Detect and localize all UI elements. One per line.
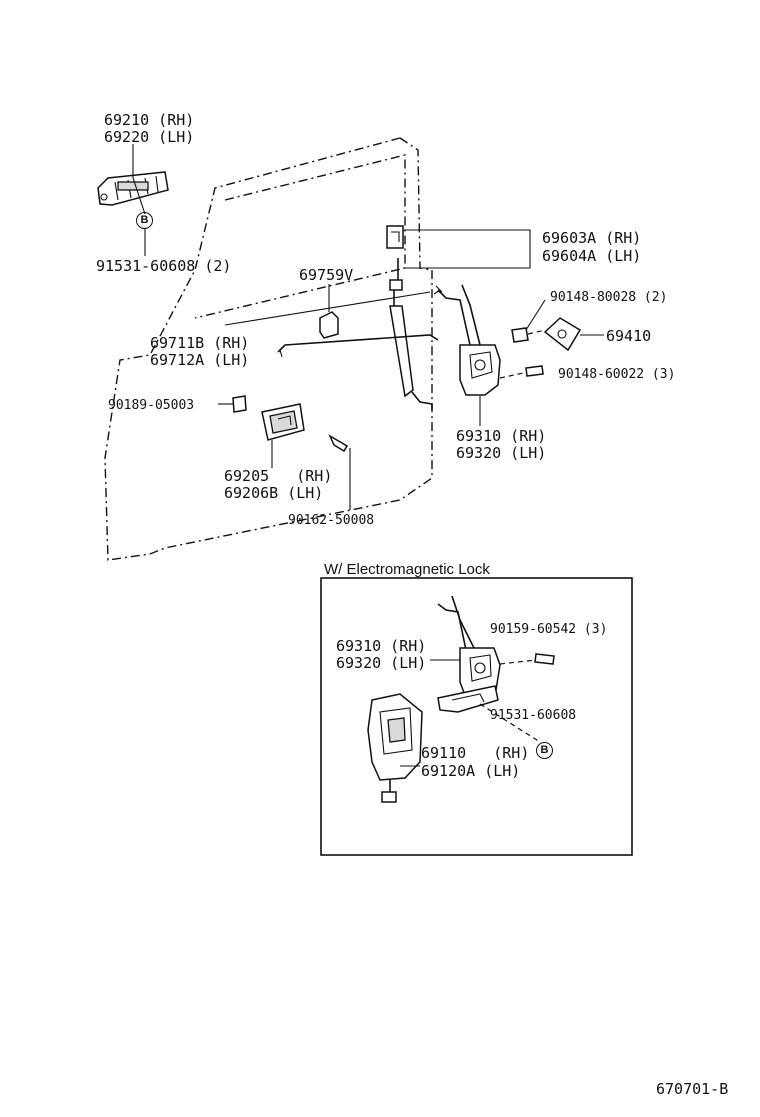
label-69320-inset: 69320 (LH) <box>336 654 427 672</box>
outside-handle-part <box>97 171 169 206</box>
screw-90148-80028 <box>511 327 529 343</box>
screw-90162 <box>328 434 349 453</box>
lock-cylinder-part <box>386 225 404 249</box>
inset-screw-90159 <box>534 653 555 665</box>
label-69711: 69711B (RH) <box>150 334 250 352</box>
label-69604: 69604A (LH) <box>542 247 642 265</box>
label-69310-inset: 69310 (RH) <box>336 637 427 655</box>
label-90159: 90159-60542 (3) <box>490 622 608 637</box>
label-69205: 69205 (RH) <box>224 467 333 485</box>
inset-door-lock-assembly <box>437 595 501 699</box>
label-91531-inset: 91531-60608 <box>490 708 577 723</box>
label-69220: 69220 (LH) <box>104 128 195 146</box>
rod-clip-part <box>319 311 339 339</box>
label-69410: 69410 <box>606 327 652 345</box>
label-69320-top: 69320 (LH) <box>456 444 547 462</box>
label-90148-80028: 90148-80028 (2) <box>550 290 668 305</box>
label-90189: 90189-05003 <box>108 398 195 413</box>
door-lock-actuator-part <box>367 693 423 803</box>
label-69120: 69120A (LH) <box>421 762 521 780</box>
bolt-marker-b: B <box>136 212 153 229</box>
striker-part <box>543 317 582 352</box>
inset-box <box>320 577 633 856</box>
label-69210: 69210 (RH) <box>104 111 195 129</box>
label-69310-top: 69310 (RH) <box>456 427 547 445</box>
inset-bracket <box>437 685 499 713</box>
clip-90189 <box>232 395 247 413</box>
door-lock-assembly-part <box>433 284 501 396</box>
label-69603: 69603A (RH) <box>542 229 642 247</box>
screw-90148-60022 <box>525 365 544 377</box>
label-91531-top: 91531-60608 (2) <box>96 257 232 275</box>
label-69110: 69110 (RH) <box>421 744 530 762</box>
lock-rod-part <box>389 305 414 398</box>
inset-title: W/ Electromagnetic Lock <box>324 561 490 578</box>
window-frame-inner <box>194 154 406 319</box>
diagram-code: 670701-B <box>656 1080 729 1098</box>
label-69712: 69712A (LH) <box>150 351 250 369</box>
label-90162: 90162-50008 <box>288 513 375 528</box>
bolt-marker-b-inset: B <box>536 742 553 759</box>
label-69759: 69759V <box>299 266 354 284</box>
label-69206: 69206B (LH) <box>224 484 324 502</box>
inside-handle-part <box>261 403 305 441</box>
label-90148-60022: 90148-60022 (3) <box>558 367 676 382</box>
door-outline <box>104 137 433 561</box>
